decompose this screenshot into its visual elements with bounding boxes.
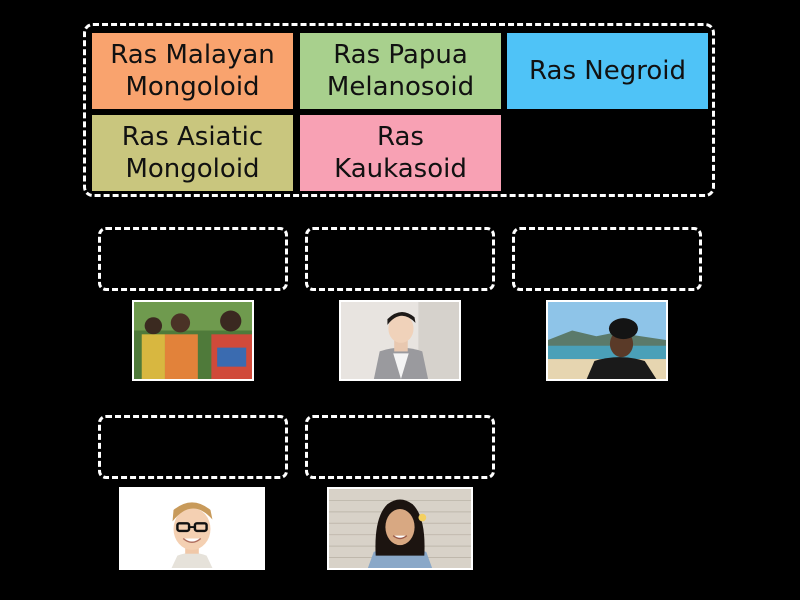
tile-ras-kaukasoid[interactable]: Ras Kaukasoid: [300, 115, 501, 191]
drop-zone-3[interactable]: [512, 227, 702, 291]
drop-zone-2[interactable]: [305, 227, 495, 291]
tile-ras-asiatic-mongoloid[interactable]: Ras Asiatic Mongoloid: [92, 115, 293, 191]
tile-ras-papua-melanosoid[interactable]: Ras Papua Melanosoid: [300, 33, 501, 109]
asian-man-in-suit-photo: [339, 300, 461, 381]
word-bank: [83, 23, 715, 197]
tile-label: Ras Negroid: [529, 56, 686, 86]
drop-zone-4[interactable]: [98, 415, 288, 479]
group-of-african-women-photo: [132, 300, 254, 381]
caucasian-man-glasses-photo: [119, 487, 265, 570]
drop-zone-5[interactable]: [305, 415, 495, 479]
drop-zone-1[interactable]: [98, 227, 288, 291]
tile-label: Ras Malayan Mongoloid: [110, 40, 275, 102]
southeast-asian-woman-photo: [327, 487, 473, 570]
tile-label: Ras Kaukasoid: [334, 122, 467, 184]
tile-label: Ras Asiatic Mongoloid: [121, 122, 264, 184]
papuan-man-beach-photo: [546, 300, 668, 381]
tile-ras-negroid[interactable]: Ras Negroid: [507, 33, 708, 109]
tile-ras-malayan-mongoloid[interactable]: Ras Malayan Mongoloid: [92, 33, 293, 109]
tile-label: Ras Papua Melanosoid: [326, 40, 475, 102]
